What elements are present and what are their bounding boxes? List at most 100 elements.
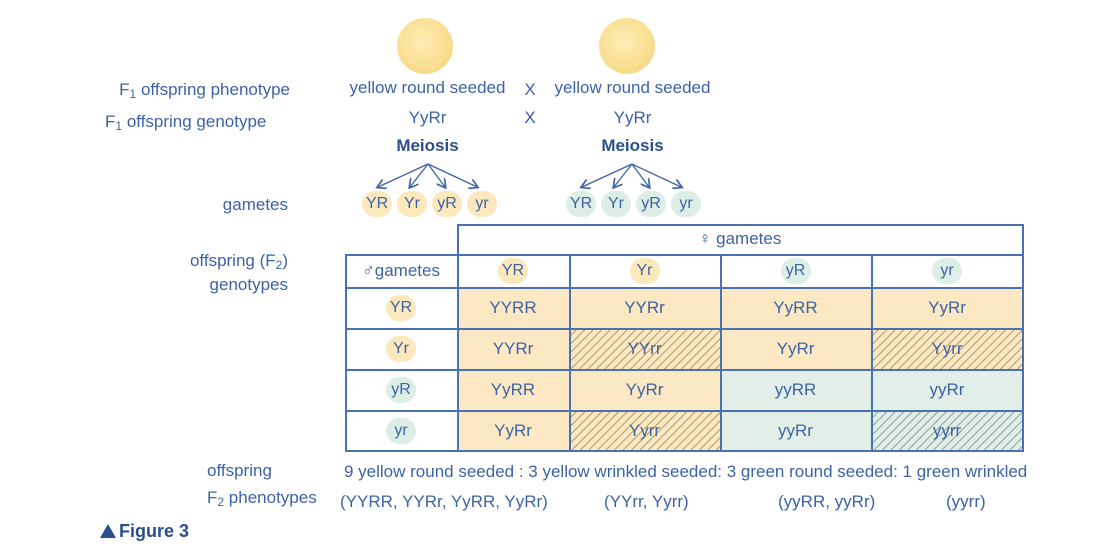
grid-bottom [345,450,1024,452]
f2-prefix: F [207,488,218,507]
grid-v0 [345,254,347,451]
arrow-right-1 [582,163,633,187]
grid-h1 [345,254,1023,256]
arrow-left-2 [410,163,429,187]
grid-v2 [569,254,571,451]
right-parent-genotype: YyRr [613,108,652,127]
left-parent-genotype: YyRr [408,108,447,127]
f2-subscript: 2 [275,258,283,272]
meiosis-arrows [340,163,720,195]
f2-subscript: 2 [217,495,225,509]
row-header-3-chip: yR [386,376,416,403]
figure-caption: Figure 3 [100,521,189,542]
cell-2-4: Yyrr [871,328,1023,369]
row-header-3: yR [345,369,457,410]
yellow-pea-right-icon [599,18,655,74]
group-green-wrinkled: (yyrr) [946,492,986,511]
col-header-1-chip: YR [497,257,529,284]
meiosis-right: Meiosis [601,136,664,155]
figure-caption-text: Figure 3 [119,521,190,541]
left-parent-phenotype: yellow round seeded [349,78,506,97]
cell-1-1: YYRR [457,287,569,328]
col-header-1: YR [457,254,569,287]
cell-3-2: YyRr [569,369,720,410]
f1-genotype-label: F1 offspring genotype [105,112,335,133]
group-yellow-wrinkled: (YYrr, Yyrr) [604,492,689,511]
gamete-left-2: Yr [397,191,427,217]
arrow-left-1 [378,163,429,187]
col-header-3: yR [720,254,871,287]
cell-2-2: YYrr [569,328,720,369]
grid-v3 [720,254,722,451]
gamete-right-3: yR [636,191,666,217]
grid-h5 [345,410,1023,412]
grid-v5 [1022,224,1024,451]
f1-prefix: F [105,112,116,131]
col-header-2: Yr [569,254,720,287]
gamete-left-3: yR [432,191,462,217]
gamete-right-4: yr [671,191,701,217]
f1-genotype-text: offspring genotype [126,112,267,131]
cross-symbol-genotype: X [524,108,536,127]
grid-h3 [345,328,1023,330]
f1-prefix: F [119,80,130,99]
grid-h2 [345,287,1023,289]
cell-4-2: Yyrr [569,410,720,451]
f1-subscript: 1 [129,87,137,101]
gamete-right-2: Yr [601,191,631,217]
col-header-2-chip: Yr [629,257,660,284]
cell-3-4: yyRr [871,369,1023,410]
group-green-round: (yyRR, yyRr) [778,492,876,511]
gamete-right-1: YR [566,191,597,217]
cell-3-1: YyRR [457,369,569,410]
cell-1-4: YyRr [871,287,1023,328]
gamete-left-1: YR [362,191,393,217]
row-header-1: YR [345,287,457,328]
f1-phenotype-text: offspring phenotype [140,80,290,99]
grid-v4 [871,254,873,451]
grid-h4 [345,369,1023,371]
f1-phenotype-label: F1 offspring phenotype [60,80,290,101]
cross-symbol: X [524,80,536,99]
col-header-3-chip: yR [780,257,811,284]
yellow-pea-left-icon [397,18,453,74]
col-header-4: yr [871,254,1023,287]
row-header-2: Yr [345,328,457,369]
offspring-phenotype-label: offspring [207,461,272,480]
gamete-left-4: yr [467,191,497,217]
arrow-right-2 [614,163,633,187]
cell-4-4: yyrr [871,410,1023,451]
triangle-icon [100,524,116,538]
cell-4-3: yyRr [720,410,871,451]
genotypes-label: genotypes [209,275,288,294]
cell-2-1: YYRr [457,328,569,369]
grid-v1 [457,224,459,451]
cell-2-3: YyRr [720,328,871,369]
gametes-label: gametes [222,195,288,214]
cell-3-3: yyRR [720,369,871,410]
row-header-1-chip: YR [385,294,417,321]
meiosis-left: Meiosis [396,136,459,155]
phenotype-ratio: 9 yellow round seeded : 3 yellow wrinkle… [344,462,1028,481]
male-gametes-header: ♂gametes [345,254,457,287]
offspring-f2-label: offspring (F2) [60,251,288,272]
cell-1-3: YyRR [720,287,871,328]
row-header-4: yr [345,410,457,451]
cell-1-2: YYRr [569,287,720,328]
offspring-f2-text: offspring (F [189,251,276,270]
right-parent-phenotype: yellow round seeded [554,78,711,97]
grid-top [457,224,1023,226]
female-gametes-header: ♀ gametes [457,224,1023,254]
arrow-right-4 [631,163,681,187]
group-yellow-round: (YYRR, YYRr, YyRR, YyRr) [340,492,548,511]
cell-4-1: YyRr [457,410,569,451]
arrow-left-3 [427,163,445,187]
offspring-f2-close: ) [282,251,288,270]
row-header-4-chip: yr [386,417,416,444]
f2-phenotypes-text: phenotypes [224,488,317,507]
f2-phenotypes-label: F2 phenotypes [207,488,317,509]
row-header-2-chip: Yr [386,335,416,362]
f1-subscript: 1 [115,119,123,133]
arrow-left-4 [427,163,477,187]
col-header-4-chip: yr [932,257,962,284]
